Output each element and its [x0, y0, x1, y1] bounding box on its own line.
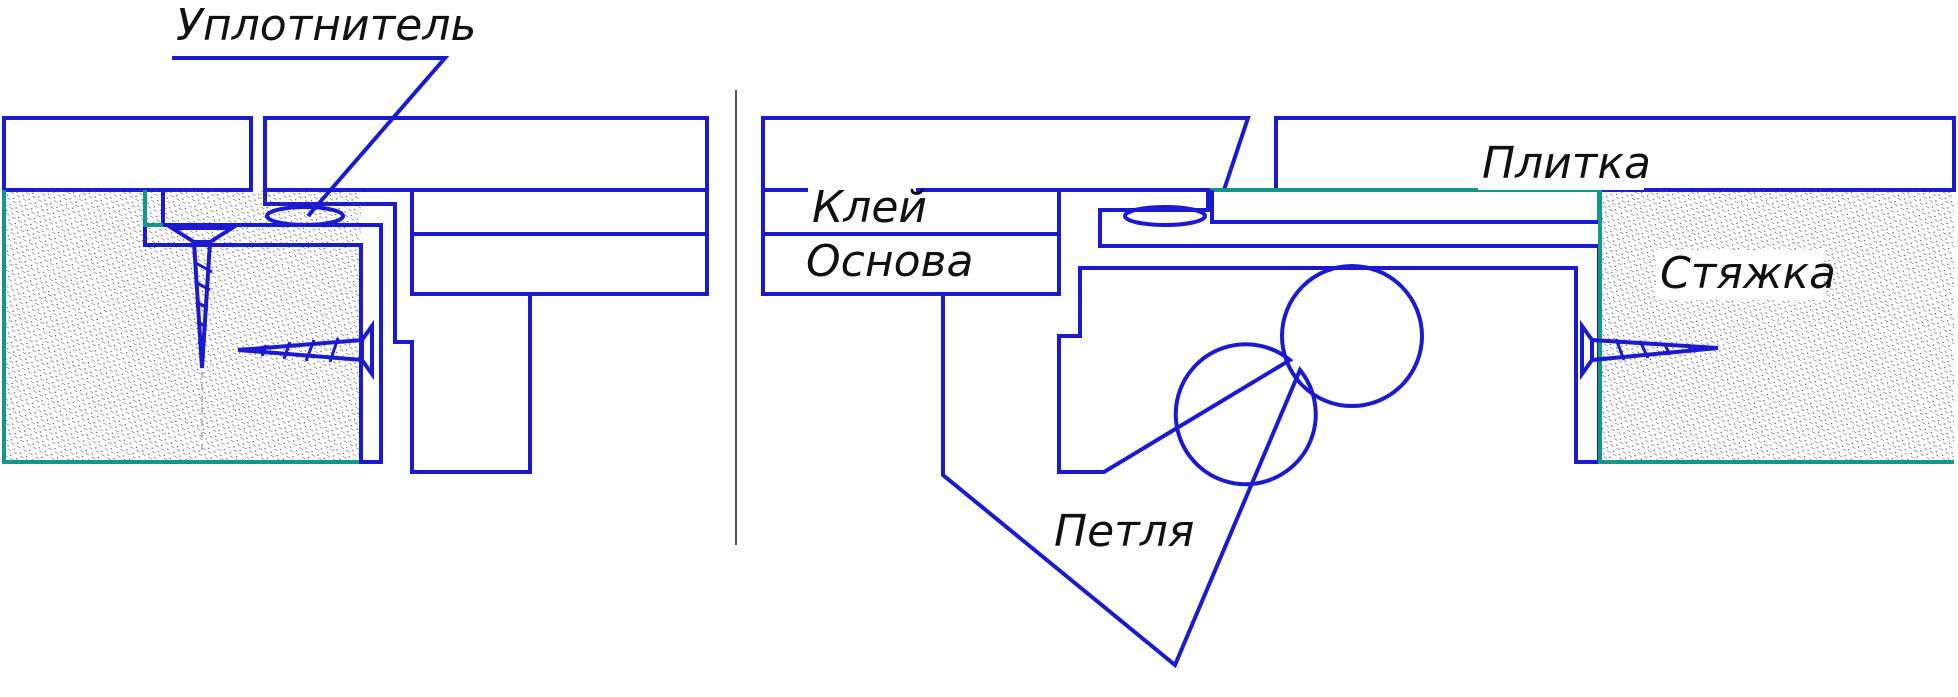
left-screed-outline [2, 190, 361, 464]
label-tile: Плитка [1482, 138, 1651, 189]
right-plate-outline [1210, 190, 1599, 224]
label-base: Основа [806, 236, 973, 287]
right-tile-left [761, 116, 1251, 192]
right-screw [1580, 319, 1719, 381]
left-angle-teal [143, 190, 163, 227]
left-angle [143, 190, 383, 464]
right-screed-block [1600, 190, 1954, 462]
hinge-body [941, 188, 1601, 669]
right-teal-plate [1210, 188, 1601, 224]
right-screed-outline [1598, 190, 1954, 464]
seal-right [1123, 205, 1207, 227]
left-detail: Уплотнитель [2, 0, 709, 474]
label-hinge: Петля [1054, 506, 1194, 557]
right-detail: Клей Основа Плитка Стяжка Петля [761, 116, 1956, 669]
vertical-screw [165, 226, 239, 450]
label-seal: Уплотнитель [176, 0, 476, 51]
seal [265, 205, 345, 227]
left-tile-block-right [263, 116, 709, 192]
left-tile-block [2, 116, 253, 192]
label-glue: Клей [812, 182, 927, 233]
left-glue-layer [410, 188, 709, 236]
left-screed-block [4, 190, 361, 462]
seal-leader [172, 56, 450, 218]
left-base-layer [410, 232, 709, 296]
label-screed: Стяжка [1660, 248, 1836, 299]
hinge-ball [1280, 264, 1424, 408]
horizontal-screw [237, 319, 374, 381]
